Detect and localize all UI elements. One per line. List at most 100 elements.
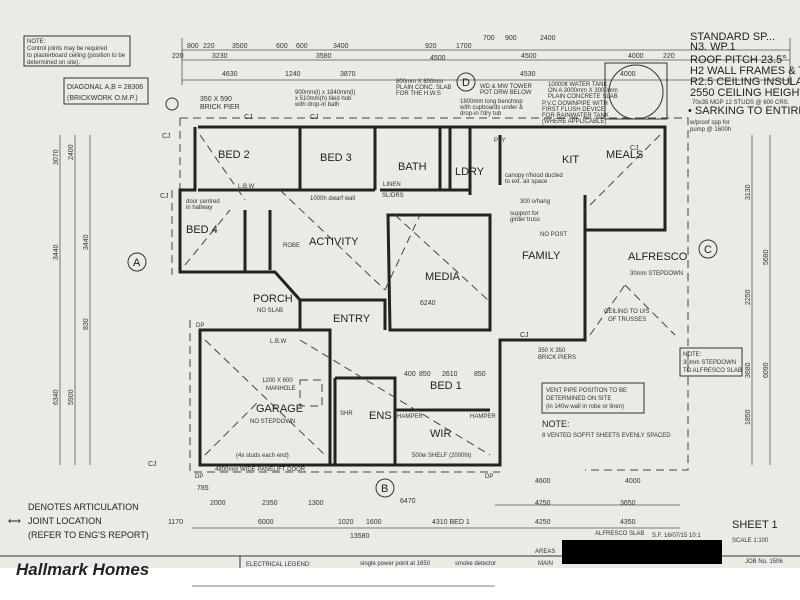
articulation-legend: DENOTES ARTICULATION JOINT LOCATION (REF… xyxy=(8,502,149,540)
dim-label: 220 xyxy=(663,53,675,60)
dwarf-wall-note: 1000h dwarf wall xyxy=(310,196,355,202)
dim-label: 1600 xyxy=(366,519,382,526)
sliding-doors-label: SL/DRS xyxy=(382,193,404,199)
room-kitchen: KIT xyxy=(562,154,579,166)
note-line: WD & MW TOWER xyxy=(480,84,532,90)
marker-label: C xyxy=(704,244,712,256)
note-line: 30mm STEPDOWN xyxy=(683,360,736,366)
cj-marker: CJ xyxy=(162,133,171,140)
dim-label: 600 xyxy=(296,43,308,50)
dim-label: 3400 xyxy=(333,43,349,50)
control-joint-note: NOTE: Control joints may be required to … xyxy=(23,35,131,67)
cj-marker: CJ xyxy=(520,332,529,339)
note-line: 800mm X 800mm xyxy=(396,79,443,85)
shower-label: SHR xyxy=(340,411,353,417)
electrical-legend: ELECTRICAL LEGEND: xyxy=(246,562,311,568)
dim-label: 5900 xyxy=(68,389,75,405)
manhole-label: 1200 X 600 xyxy=(262,378,293,384)
note-line: (in 140w wall in robe or linen) xyxy=(546,404,624,410)
diagonal-note: DIAGONAL A,B = 28306 (BRICKWORK O.M.P.) xyxy=(63,77,149,105)
note-line: canopy r/hood ducted xyxy=(505,173,563,179)
note-line: (REFER TO ENG'S REPORT) xyxy=(28,530,149,540)
note-line: (BRICKWORK O.M.P.) xyxy=(67,95,138,102)
areas-label: AREAS xyxy=(535,549,555,555)
dim-label: 4500 xyxy=(430,55,446,62)
dim-label: 3680 xyxy=(745,362,752,378)
dim-label: 785 xyxy=(197,485,209,492)
spec-line: N3. WP.1 xyxy=(690,41,736,53)
note-line: determined on site). xyxy=(27,60,80,66)
hamper-label: HAMPER xyxy=(470,414,496,420)
note-line: with cupboards under & xyxy=(459,105,523,111)
note-line: support for xyxy=(510,211,539,217)
services-notes: 900mm(l) x 1840mm(l) x 510mm(h) tiled ho… xyxy=(165,62,668,125)
walls xyxy=(178,125,667,467)
label-no-post: NO POST xyxy=(540,232,567,238)
dim-label: 400 xyxy=(404,371,416,378)
note-line: BRICK PIER xyxy=(200,104,240,111)
revision-label: S.F. 16/07/15 10:1 xyxy=(652,533,701,539)
dim-label: 3580 xyxy=(316,53,332,60)
note-line: in hallway xyxy=(186,205,212,211)
dim-label: 3440 xyxy=(53,244,60,260)
room-bed-2: BED 2 xyxy=(218,149,250,161)
dim-label: 3650 xyxy=(620,500,636,507)
marker-d xyxy=(456,72,476,92)
room-wir: WIR xyxy=(430,428,451,440)
dim-label: 3230 xyxy=(212,53,228,60)
right-notes: NOTE: 30mm STEPDOWN TO ALFRESCO SLAB 350… xyxy=(538,347,743,439)
dim-label: 1240 xyxy=(285,71,301,78)
spec-line: • SARKING TO ENTIRE ROOF xyxy=(688,105,800,117)
right-dimensions: 3130 5680 2250 3680 6090 1850 xyxy=(745,135,771,465)
note-line: FIRST FLUSH DEVICE xyxy=(542,107,605,113)
dp-marker: DP xyxy=(485,474,493,480)
dim-label: 3130 xyxy=(745,184,752,200)
note-line: FOR THE H.W.S xyxy=(396,91,441,97)
cj-marker: CJ xyxy=(160,193,169,200)
marker-a xyxy=(127,252,147,272)
note-line: 350 X 350 xyxy=(538,348,566,354)
note-line: POT DRW BELOW xyxy=(480,90,532,96)
eave-line xyxy=(171,117,689,473)
dim-label: 2400 xyxy=(68,144,75,160)
spec-block: STANDARD SP... N3. WP.1 ROOF PITCH 23.5°… xyxy=(688,31,800,133)
dim-label: 3440 xyxy=(83,234,90,250)
note-line: VENT PIPE POSITION TO BE xyxy=(546,388,627,394)
room-laundry: LDRY xyxy=(455,166,485,178)
articulation-arrow-icon: ⟷ xyxy=(8,516,21,526)
dim-label: 220 xyxy=(172,53,184,60)
water-tank xyxy=(608,64,664,120)
note-line: FOR RAINWATER TANK xyxy=(542,113,609,119)
dim-label: 13580 xyxy=(350,533,370,540)
room-entry: ENTRY xyxy=(333,313,371,325)
note-line: Control joints may be required xyxy=(27,46,107,52)
scale-label: SCALE 1:100 xyxy=(732,538,769,544)
room-bath: BATH xyxy=(398,161,427,173)
room-labels: BED 2 BED 3 BATH LDRY KIT MEALS BED 4 AC… xyxy=(186,138,688,473)
linen-label: LINEN xyxy=(383,182,401,188)
lbw-label: L.B.W xyxy=(238,184,255,190)
dim-label: 830 xyxy=(83,318,90,330)
dim-label: 1300 xyxy=(308,500,324,507)
dim-label: 6090 xyxy=(763,362,770,378)
marker-label: A xyxy=(133,257,141,269)
dim-label: 4000 xyxy=(628,53,644,60)
note-line: P.V.C DOWNPIPE WITH xyxy=(542,101,608,107)
dim-label: 4250 xyxy=(535,519,551,526)
dim-label: 2350 xyxy=(262,500,278,507)
note-line: 10000lt WATER TANK xyxy=(548,82,607,88)
company-logo: Hallmark Homes xyxy=(16,560,149,579)
marker-label: D xyxy=(462,77,470,89)
note-line: NOTE: xyxy=(542,419,570,429)
note-line: pump @ 1600h xyxy=(690,127,731,133)
dim-label: 6340 xyxy=(53,389,60,405)
note-line: 900mm(l) x 1840mm(l) xyxy=(295,90,355,96)
dim-label: 5680 xyxy=(763,249,770,265)
dim-label: 900 xyxy=(505,35,517,42)
redaction-box xyxy=(562,540,722,564)
spec-line: 2550 CEILING HEIGHT xyxy=(690,87,800,99)
legend-smoke-detector: smoke detector xyxy=(455,561,496,567)
bottom-margin xyxy=(0,568,800,600)
section-markers: A B C CJ CJ CJ CJ CJ CJ CJ DP DP DP xyxy=(127,114,718,498)
